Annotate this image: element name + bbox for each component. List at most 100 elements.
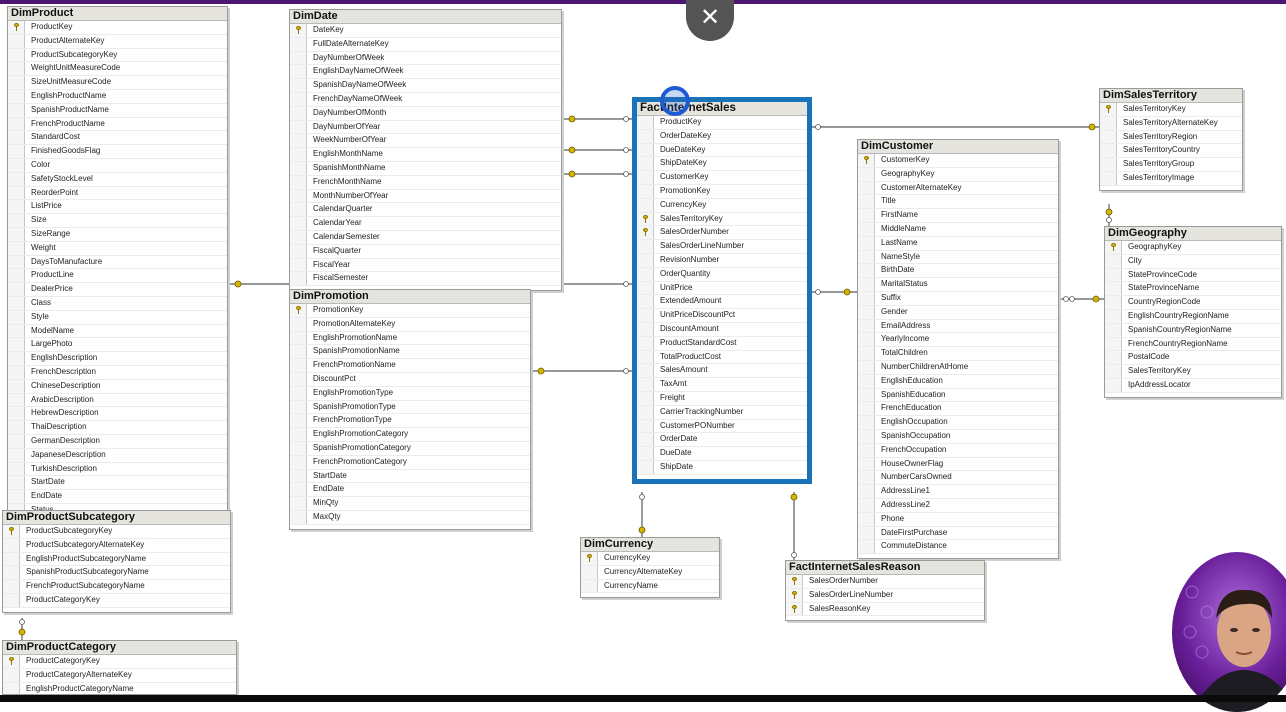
column-row[interactable]: LargePhoto bbox=[8, 338, 227, 353]
column-row[interactable]: MaxQty bbox=[290, 510, 530, 525]
column-row[interactable]: Suffix bbox=[858, 291, 1058, 306]
column-row[interactable]: CalendarSemester bbox=[290, 230, 561, 245]
column-row[interactable]: EnglishProductName bbox=[8, 89, 227, 104]
column-row[interactable]: UnitPrice bbox=[637, 281, 807, 296]
column-row[interactable]: TotalChildren bbox=[858, 347, 1058, 361]
column-row[interactable]: DiscountAmount bbox=[637, 322, 807, 337]
column-row[interactable]: PostalCode bbox=[1105, 351, 1281, 366]
column-row[interactable]: FinishedGoodsFlag bbox=[8, 145, 227, 159]
column-row[interactable]: EnglishPromotionName bbox=[290, 331, 530, 346]
column-row[interactable]: SpanishDayNameOfWeek bbox=[290, 79, 561, 93]
table-title[interactable]: DimProductSubcategory bbox=[3, 511, 230, 525]
column-row[interactable]: EndDate bbox=[290, 483, 530, 498]
column-row[interactable]: City bbox=[1105, 254, 1281, 269]
table-title[interactable]: FactInternetSalesReason bbox=[786, 561, 984, 575]
column-row[interactable]: Title bbox=[858, 195, 1058, 210]
column-row[interactable]: CountryRegionCode bbox=[1105, 296, 1281, 310]
column-row[interactable]: CurrencyKey bbox=[581, 552, 719, 566]
column-row[interactable]: SalesTerritoryGroup bbox=[1100, 158, 1242, 172]
column-row[interactable]: ProductAlternateKey bbox=[8, 34, 227, 49]
column-row[interactable]: SalesOrderLineNumber bbox=[786, 588, 984, 603]
column-row[interactable]: DueDate bbox=[637, 447, 807, 461]
column-row[interactable]: DayNumberOfYear bbox=[290, 120, 561, 135]
column-row[interactable]: FrenchPromotionType bbox=[290, 414, 530, 429]
column-row[interactable]: ProductCategoryAlternateKey bbox=[3, 668, 236, 683]
column-row[interactable]: SpanishCountryRegionName bbox=[1105, 323, 1281, 338]
column-row[interactable]: EnglishOccupation bbox=[858, 416, 1058, 430]
column-row[interactable]: ProductSubcategoryAlternateKey bbox=[3, 538, 230, 553]
column-row[interactable]: EnglishDescription bbox=[8, 352, 227, 366]
column-row[interactable]: BirthDate bbox=[858, 264, 1058, 279]
column-row[interactable]: SpanishPromotionCategory bbox=[290, 441, 530, 456]
column-row[interactable]: NumberCarsOwned bbox=[858, 471, 1058, 486]
column-row[interactable]: TurkishDescription bbox=[8, 462, 227, 477]
column-row[interactable]: ProductKey bbox=[637, 116, 807, 130]
column-row[interactable]: SalesReasonKey bbox=[786, 602, 984, 617]
column-row[interactable]: SpanishProductName bbox=[8, 103, 227, 118]
column-row[interactable]: ProductKey bbox=[8, 21, 227, 35]
column-row[interactable]: SalesTerritoryRegion bbox=[1100, 130, 1242, 145]
close-button[interactable]: ✕ bbox=[686, 0, 734, 41]
column-row[interactable]: SalesTerritoryKey bbox=[637, 212, 807, 227]
column-row[interactable]: Weight bbox=[8, 241, 227, 256]
column-row[interactable]: CalendarYear bbox=[290, 217, 561, 231]
column-row[interactable]: MonthNumberOfYear bbox=[290, 189, 561, 204]
column-row[interactable]: StartDate bbox=[8, 476, 227, 491]
table-title[interactable]: DimProduct bbox=[8, 7, 227, 21]
column-row[interactable]: PromotionKey bbox=[290, 304, 530, 318]
column-row[interactable]: EnglishDayNameOfWeek bbox=[290, 65, 561, 80]
column-row[interactable]: ProductCategoryKey bbox=[3, 593, 230, 608]
column-row[interactable]: SalesOrderLineNumber bbox=[637, 240, 807, 254]
column-row[interactable]: SpanishPromotionType bbox=[290, 400, 530, 415]
column-row[interactable]: ModelName bbox=[8, 324, 227, 339]
column-row[interactable]: SalesAmount bbox=[637, 364, 807, 379]
column-row[interactable]: ArabicDescription bbox=[8, 393, 227, 408]
column-row[interactable]: SalesTerritoryAlternateKey bbox=[1100, 116, 1242, 131]
column-row[interactable]: Phone bbox=[858, 512, 1058, 527]
column-row[interactable]: RevisionNumber bbox=[637, 253, 807, 268]
table-title[interactable]: DimPromotion bbox=[290, 290, 530, 304]
column-row[interactable]: UnitPriceDiscountPct bbox=[637, 309, 807, 323]
column-row[interactable]: DealerPrice bbox=[8, 283, 227, 297]
column-row[interactable]: SizeRange bbox=[8, 227, 227, 242]
column-row[interactable]: ExtendedAmount bbox=[637, 295, 807, 310]
column-row[interactable]: DayNumberOfMonth bbox=[290, 106, 561, 121]
column-row[interactable]: DateFirstPurchase bbox=[858, 526, 1058, 541]
column-row[interactable]: FrenchOccupation bbox=[858, 443, 1058, 458]
column-row[interactable]: NameStyle bbox=[858, 250, 1058, 265]
column-row[interactable]: ReorderPoint bbox=[8, 186, 227, 201]
column-row[interactable]: AddressLine1 bbox=[858, 485, 1058, 499]
column-row[interactable]: CommuteDistance bbox=[858, 540, 1058, 555]
column-row[interactable]: SalesTerritoryKey bbox=[1105, 365, 1281, 379]
column-row[interactable]: FiscalYear bbox=[290, 258, 561, 273]
column-row[interactable]: YearlyIncome bbox=[858, 333, 1058, 348]
column-row[interactable]: SpanishMonthName bbox=[290, 161, 561, 176]
column-row[interactable]: CurrencyName bbox=[581, 579, 719, 594]
column-row[interactable]: WeightUnitMeasureCode bbox=[8, 62, 227, 77]
column-row[interactable]: EnglishMonthName bbox=[290, 148, 561, 162]
column-row[interactable]: DaysToManufacture bbox=[8, 255, 227, 270]
column-row[interactable]: ProductSubcategoryKey bbox=[8, 48, 227, 63]
column-row[interactable]: SizeUnitMeasureCode bbox=[8, 76, 227, 90]
column-row[interactable]: Color bbox=[8, 158, 227, 173]
column-row[interactable]: LastName bbox=[858, 236, 1058, 251]
column-row[interactable]: FrenchMonthName bbox=[290, 175, 561, 190]
column-row[interactable]: IpAddressLocator bbox=[1105, 378, 1281, 393]
column-row[interactable]: CarrierTrackingNumber bbox=[637, 405, 807, 420]
table-title[interactable]: DimCustomer bbox=[858, 140, 1058, 154]
column-row[interactable]: SalesTerritoryImage bbox=[1100, 171, 1242, 186]
column-row[interactable]: EnglishPromotionType bbox=[290, 386, 530, 401]
column-row[interactable]: ProductStandardCost bbox=[637, 336, 807, 351]
column-row[interactable]: GermanDescription bbox=[8, 434, 227, 449]
column-row[interactable]: StandardCost bbox=[8, 131, 227, 146]
column-row[interactable]: SpanishProductSubcategoryName bbox=[3, 566, 230, 581]
column-row[interactable]: SafetyStockLevel bbox=[8, 172, 227, 187]
column-row[interactable]: FrenchProductSubcategoryName bbox=[3, 580, 230, 594]
column-row[interactable]: WeekNumberOfYear bbox=[290, 134, 561, 149]
column-row[interactable]: FrenchDescription bbox=[8, 365, 227, 380]
column-row[interactable]: EnglishProductSubcategoryName bbox=[3, 552, 230, 567]
column-row[interactable]: PromotionAlternateKey bbox=[290, 317, 530, 332]
